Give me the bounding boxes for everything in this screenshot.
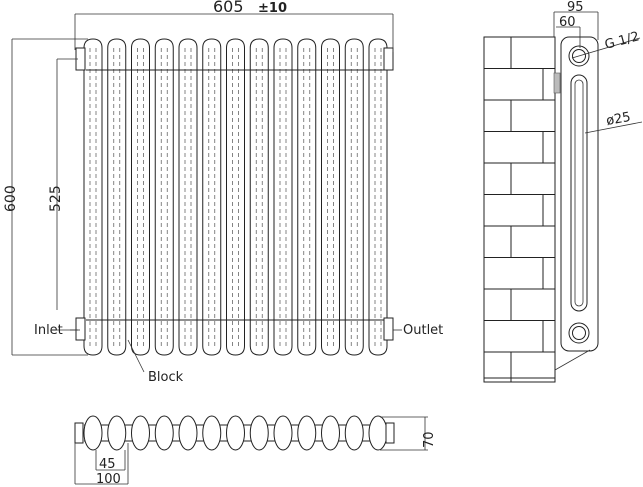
right-end-connector	[385, 422, 395, 444]
depth-dimension: 95 60	[553, 0, 599, 48]
thread-label: G 1/2	[603, 29, 641, 53]
radiator-column	[273, 38, 293, 356]
column-lobe	[202, 415, 222, 451]
depth-70-dimension: 70	[380, 416, 437, 451]
top-port	[568, 45, 590, 67]
offset-100-dimension: 100	[74, 443, 129, 487]
side-view: 95 60 G 1/2 ø25	[483, 0, 643, 383]
top-right-connector	[383, 47, 394, 71]
radiator-column	[297, 38, 317, 356]
top-view: 70 45 100	[74, 415, 437, 487]
tolerance-label: ±10	[258, 1, 287, 16]
radiator-column	[249, 38, 269, 356]
column-lobe	[83, 415, 103, 451]
outlet-label: Outlet	[403, 323, 443, 338]
column-lobe	[154, 415, 174, 451]
block-label: Block	[148, 370, 184, 385]
tube-leader	[584, 121, 643, 134]
radiator-column	[178, 38, 198, 356]
bottom-port	[568, 322, 590, 344]
column-lobe	[297, 415, 317, 451]
width-label: 605	[213, 0, 244, 16]
column-lobe	[344, 415, 364, 451]
column-depth-label: 70	[422, 431, 437, 448]
column-lobe	[249, 415, 269, 451]
column-lobe	[321, 415, 340, 451]
radiator-column	[154, 38, 174, 356]
width-dimension: 605 ±10	[74, 0, 394, 52]
pitch-45-dimension: 45	[95, 450, 126, 472]
block-leader	[127, 339, 145, 373]
height-dimension: 600	[3, 38, 88, 356]
column-lobe	[226, 415, 245, 451]
height-label: 600	[3, 185, 19, 212]
end-offset-label: 100	[96, 472, 121, 487]
front-view: 605 ±10 600 525 Inlet Outlet Block	[3, 0, 443, 385]
radiator-column	[344, 38, 364, 356]
centres-label: 525	[48, 185, 64, 212]
column-lobe	[178, 415, 198, 451]
column-pitch-label: 45	[99, 457, 116, 472]
radiator-columns	[83, 38, 388, 356]
wall-centre-label: 60	[559, 15, 576, 30]
column-lobe	[273, 415, 293, 451]
radiator-column	[131, 38, 150, 356]
wall-bracket	[553, 72, 561, 94]
radiator-column	[83, 38, 103, 356]
column-lobes	[83, 415, 388, 451]
radiator-column	[321, 38, 340, 356]
depth-label: 95	[567, 0, 584, 15]
tube-slot	[570, 74, 588, 312]
inlet-connector	[75, 317, 86, 341]
column-lobe	[131, 415, 150, 451]
column-lobe	[368, 415, 388, 451]
centres-dimension: 525	[48, 58, 78, 331]
left-end-connector	[74, 422, 84, 444]
outlet-connector	[383, 317, 394, 341]
radiator-column	[368, 38, 388, 356]
tube-label: ø25	[605, 110, 632, 129]
radiator-side-body	[560, 36, 599, 352]
radiator-column	[226, 38, 245, 356]
brick-wall	[483, 36, 556, 383]
column-lobe	[107, 415, 127, 451]
wall-outline	[483, 36, 556, 383]
radiator-column	[107, 38, 127, 356]
radiator-column	[202, 38, 222, 356]
thread-leader	[571, 37, 641, 59]
inlet-label: Inlet	[34, 323, 63, 338]
